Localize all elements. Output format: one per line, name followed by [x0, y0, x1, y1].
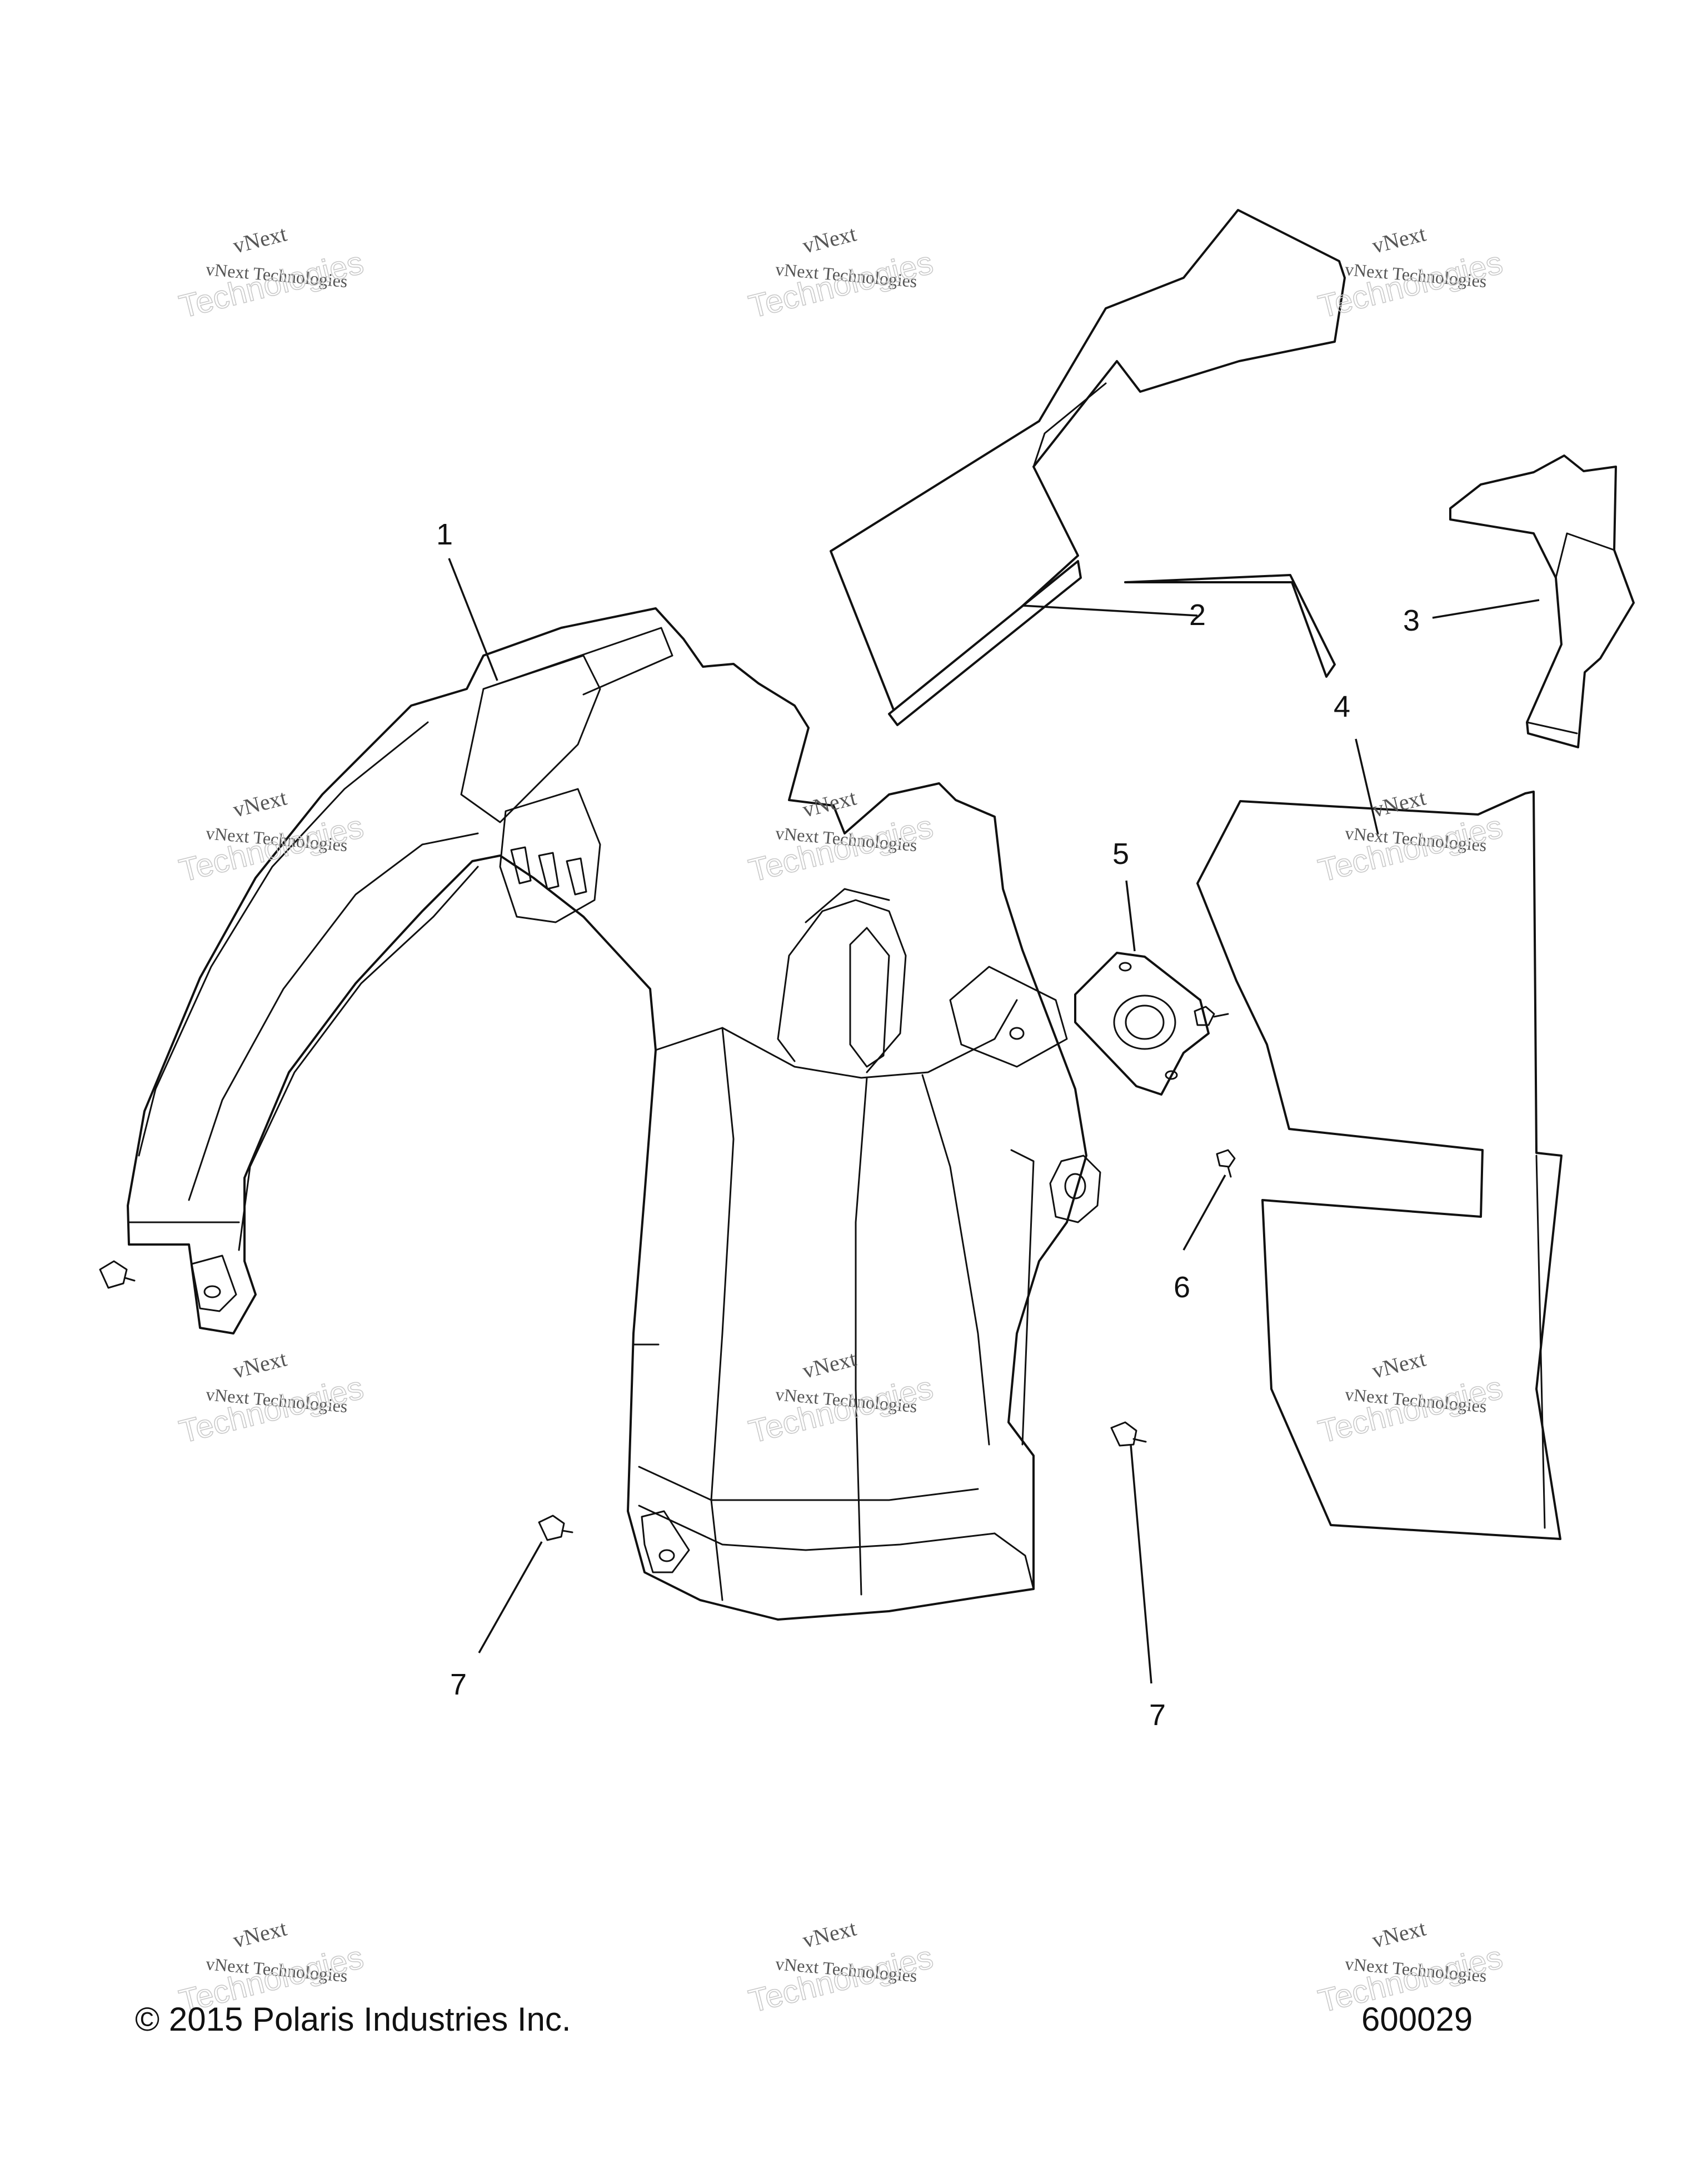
- leader-lines: [448, 558, 1540, 1684]
- watermark: vNext vNext Technologies Technologies: [175, 221, 367, 325]
- svg-text:Technologies: Technologies: [176, 244, 367, 325]
- watermark: vNext vNext Technologies Technologies: [745, 1915, 937, 2020]
- drawing-number: 600029: [1361, 2001, 1473, 2038]
- svg-text:vNext: vNext: [800, 221, 859, 258]
- watermark: vNext vNext Technologies Technologies: [175, 1346, 367, 1450]
- part-5-grommet: [1074, 952, 1210, 1096]
- callout-1: 1: [436, 518, 453, 551]
- callout-7-right: 7: [1149, 1698, 1166, 1732]
- callout-2: 2: [1189, 598, 1206, 632]
- svg-text:Technologies: Technologies: [1315, 244, 1506, 325]
- part-7-push-rivets: [99, 1260, 1147, 1541]
- svg-text:vNext: vNext: [231, 221, 290, 258]
- svg-text:vNext: vNext: [1370, 1915, 1429, 1952]
- svg-text:vNext: vNext: [1370, 221, 1429, 258]
- part-4-heat-shield: [1196, 791, 1563, 1540]
- callout-4: 4: [1334, 690, 1350, 723]
- svg-text:vNext: vNext: [231, 1915, 290, 1952]
- part-2-insulation-pad: [830, 209, 1346, 726]
- svg-text:Technologies: Technologies: [745, 1939, 936, 2020]
- watermark: vNext vNext Technologies Technologies: [745, 221, 937, 325]
- callout-3: 3: [1403, 604, 1420, 637]
- callout-5: 5: [1112, 837, 1129, 871]
- svg-text:Technologies: Technologies: [176, 1370, 367, 1450]
- copyright-notice: © 2015 Polaris Industries Inc.: [135, 2001, 571, 2038]
- svg-text:vNext: vNext: [231, 784, 290, 822]
- part-6-screws: [1194, 1006, 1236, 1178]
- part-3-small-pad: [1449, 454, 1635, 748]
- callout-6: 6: [1174, 1271, 1190, 1304]
- callouts: 1 2 3 4 5 6 7 7: [436, 518, 1420, 1732]
- svg-text:vNext: vNext: [231, 1346, 290, 1383]
- svg-text:vNext: vNext: [800, 1915, 859, 1952]
- callout-7-left: 7: [450, 1668, 467, 1701]
- part-1-fender: [127, 607, 1101, 1621]
- svg-text:Technologies: Technologies: [745, 244, 936, 325]
